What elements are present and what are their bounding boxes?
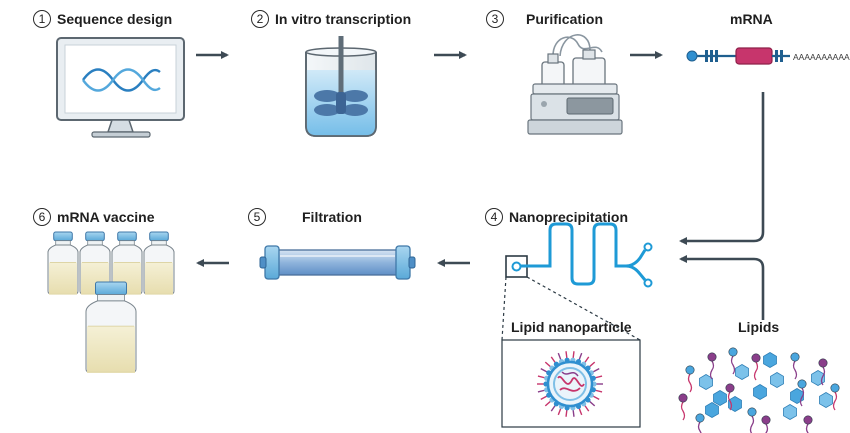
step-4-number: 4 xyxy=(485,208,503,226)
step-6-number: 6 xyxy=(33,208,51,226)
step-5-text: Filtration xyxy=(302,209,362,225)
lipids-cluster-icon xyxy=(678,347,840,433)
step-1-text: Sequence design xyxy=(57,11,173,27)
step-2-number: 2 xyxy=(251,10,269,28)
filtration-cartridge-icon xyxy=(259,245,416,280)
lipid-nanoparticle-icon xyxy=(501,339,641,428)
purification-apparatus-icon xyxy=(527,34,623,135)
vaccine-vials-icon xyxy=(47,231,175,373)
step-1-number: 1 xyxy=(33,10,51,28)
lipid-nanoparticle-label: Lipid nanoparticle xyxy=(511,319,632,335)
poly-a-tail: AAAAAAAAAA xyxy=(793,52,850,62)
beaker-icon xyxy=(305,36,377,137)
step-3-number: 3 xyxy=(486,10,504,28)
step-5-label: 5 Filtration xyxy=(248,208,362,226)
step-4-label: 4 Nanoprecipitation xyxy=(485,208,628,226)
step-6-text: mRNA vaccine xyxy=(57,209,155,225)
step-4-text: Nanoprecipitation xyxy=(509,209,629,225)
monitor-icon xyxy=(56,37,185,138)
mrna-label: mRNA xyxy=(730,11,773,27)
mrna-strand-icon xyxy=(686,47,790,65)
step-3-text: Purification xyxy=(526,11,604,27)
step-6-label: 6 mRNA vaccine xyxy=(33,208,155,226)
arrow-lipids-to-4 xyxy=(679,255,765,320)
arrow-mrna-to-4 xyxy=(679,92,765,245)
step-3-label: 3 Purification xyxy=(486,10,603,28)
step-1-label: 1 Sequence design xyxy=(33,10,172,28)
microfluidic-channel-icon xyxy=(501,222,653,341)
step-5-number: 5 xyxy=(248,208,266,226)
lipids-label: Lipids xyxy=(738,319,780,335)
step-2-text: In vitro transcription xyxy=(275,11,412,27)
step-2-label: 2 In vitro transcription xyxy=(251,10,411,28)
dna-helix-icon xyxy=(82,68,161,92)
flow-arrows xyxy=(196,51,765,320)
